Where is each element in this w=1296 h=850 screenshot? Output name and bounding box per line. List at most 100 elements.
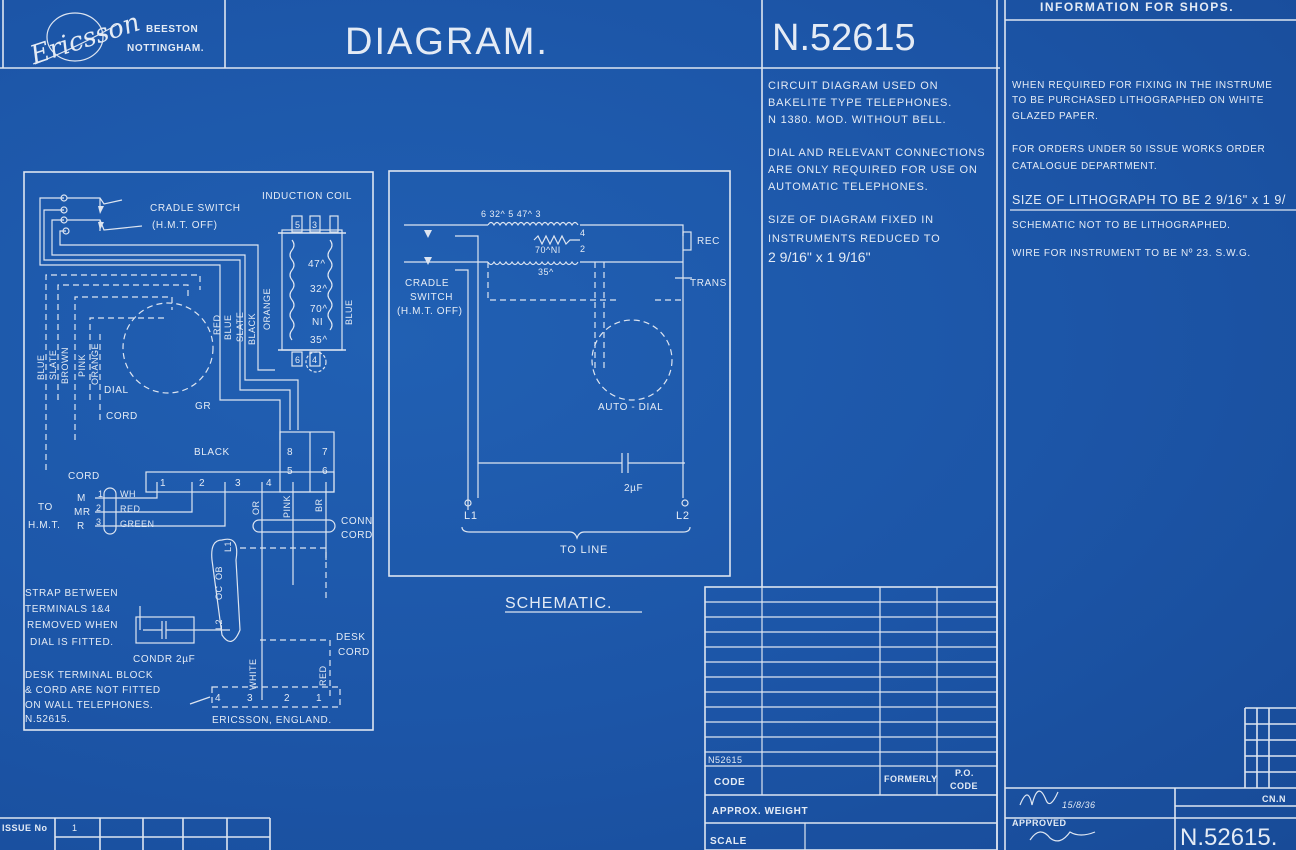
terminal-number: 2 (199, 478, 205, 489)
schematic: 6 32^ 5 47^ 3 4 70^NI 2 35^ REC TRANS CR… (388, 170, 731, 613)
coil-value: 47^ (308, 259, 326, 270)
desk-cord-label: DESK (336, 632, 366, 643)
coil-terminal: 6 (295, 355, 301, 365)
note-line: CIRCUIT DIAGRAM USED ON (768, 80, 938, 92)
hmt-pin: R (77, 521, 85, 532)
cn-label: CN.N (1262, 794, 1286, 804)
cord-pin: OB (214, 566, 224, 580)
drawing-number-footer: N.52615. (1180, 824, 1277, 850)
hmt-number: 2 (96, 503, 102, 513)
info-line: GLAZED PAPER. (1012, 111, 1099, 122)
auto-dial-label: AUTO - DIAL (598, 402, 663, 413)
desk-note-line: DESK TERMINAL BLOCK (25, 670, 153, 681)
hmt-number: 3 (96, 517, 102, 527)
hmt-pin: MR (74, 507, 91, 518)
note-line: BAKELITE TYPE TELEPHONES. (768, 97, 952, 109)
desk-cord-label: CORD (338, 647, 370, 658)
lower-wire-label: PINK (282, 495, 292, 518)
hmt-wire: GREEN (120, 519, 155, 529)
condenser-label: CONDR 2µF (133, 654, 195, 665)
info-line: WIRE FOR INSTRUMENT TO BE Nº 23. S.W.G. (1012, 248, 1251, 259)
gr-label: GR (195, 401, 211, 412)
approx-weight-label: APPROX. WEIGHT (712, 806, 808, 817)
receiver-label: REC (697, 236, 720, 247)
issue-no-label: ISSUE No (2, 823, 48, 833)
coil-terminal-label: 4 (580, 228, 586, 238)
terminal-number: 1 (160, 478, 166, 489)
drawing-number: N.52615 (772, 17, 916, 59)
date-note: 15/8/36 (1062, 800, 1096, 810)
desk-note-line: N.52615. (25, 714, 70, 725)
info-title: INFORMATION FOR SHOPS. (1040, 0, 1234, 14)
info-line: TO BE PURCHASED LITHOGRAPHED ON WHITE (1012, 95, 1264, 106)
desk-terminal: 3 (247, 693, 253, 704)
wire-color-label: SLATE (235, 312, 245, 342)
cradle-label: SWITCH (410, 292, 453, 303)
strap-note-line: TERMINALS 1&4 (25, 604, 111, 615)
coil-terminal: 5 (295, 220, 301, 230)
logo-text: Ericsson (26, 7, 144, 71)
terminal-number: 5 (287, 466, 293, 477)
wire-color-label: BLACK (247, 313, 257, 345)
cord-label: CORD (106, 411, 138, 422)
coil-value: 70^ (310, 304, 328, 315)
desk-terminal: 2 (284, 693, 290, 704)
wire-color-label: BLUE (36, 354, 46, 380)
note-line: ARE ONLY REQUIRED FOR USE ON (768, 164, 978, 176)
capacitor-label: 2µF (624, 483, 643, 494)
desk-terminal: 4 (215, 693, 221, 704)
wire-color-label: BROWN (60, 347, 70, 384)
info-for-shops: INFORMATION FOR SHOPS. WHEN REQUIRED FOR… (1010, 0, 1296, 259)
coil-value: NI (312, 317, 323, 328)
hmt-wire: WH (120, 489, 136, 499)
strap-note-line: STRAP BETWEEN (25, 588, 118, 599)
coil-value: 32^ (310, 284, 328, 295)
terminal-number: 7 (322, 447, 328, 458)
coil-terminal: 4 (312, 355, 318, 365)
wire-color-label: SLATE (48, 350, 58, 380)
hmt-number: 1 (98, 489, 104, 499)
info-line: WHEN REQUIRED FOR FIXING IN THE INSTRUME (1012, 80, 1273, 91)
approved-label: APPROVED (1012, 818, 1067, 828)
terminal-number: 3 (235, 478, 241, 489)
note-line: AUTOMATIC TELEPHONES. (768, 181, 928, 193)
note-line: INSTRUMENTS REDUCED TO (768, 233, 940, 245)
cord-pin: L2 (214, 619, 224, 630)
coil-value: 35^ (310, 335, 328, 346)
wire-color-label: PINK (77, 354, 87, 377)
location-line: NOTTINGHAM. (127, 43, 204, 54)
desk-wire-label: RED (318, 665, 328, 686)
black-label: BLACK (194, 447, 230, 458)
wire-color-label: RED (212, 314, 222, 335)
title-block-table: N52615 CODE FORMERLY P.O. CODE APPROX. W… (704, 586, 998, 850)
transmitter-label: TRANS (690, 278, 727, 289)
cradle-switch-symbol (60, 194, 143, 235)
notes: CIRCUIT DIAGRAM USED ON BAKELITE TYPE TE… (768, 80, 985, 265)
wire-color-label: BLUE (223, 314, 233, 340)
info-line: SCHEMATIC NOT TO BE LITHOGRAPHED. (1012, 220, 1231, 231)
hmt-pin: M (77, 493, 86, 504)
code-number: N52615 (708, 755, 743, 765)
terminal-number: 8 (287, 447, 293, 458)
terminal-number: 6 (322, 466, 328, 477)
location-line: BEESTON (146, 24, 198, 35)
po-code-label: CODE (950, 781, 978, 791)
info-line: FOR ORDERS UNDER 50 ISSUE WORKS ORDER (1012, 144, 1265, 155)
note-line: DIAL AND RELEVANT CONNECTIONS (768, 147, 985, 159)
cradle-label: CRADLE (405, 278, 449, 289)
wire-color-label: ORANGE (90, 343, 100, 385)
coil-terminal-label: 2 (580, 244, 586, 254)
maker-label: ERICSSON, ENGLAND. (212, 715, 332, 726)
cradle-switch-label: (H.M.T. OFF) (152, 220, 218, 231)
hmt-cord-label: CORD (68, 471, 100, 482)
cord-pin: OC (214, 585, 224, 600)
to-hmt-label: H.M.T. (28, 520, 61, 531)
po-code-label: P.O. (955, 768, 974, 778)
coil-terminal: 3 (312, 220, 318, 230)
to-line-label: TO LINE (560, 544, 608, 556)
note-line: N 1380. MOD. WITHOUT BELL. (768, 114, 946, 126)
coil-top-label: 6 32^ 5 47^ 3 (481, 209, 541, 219)
